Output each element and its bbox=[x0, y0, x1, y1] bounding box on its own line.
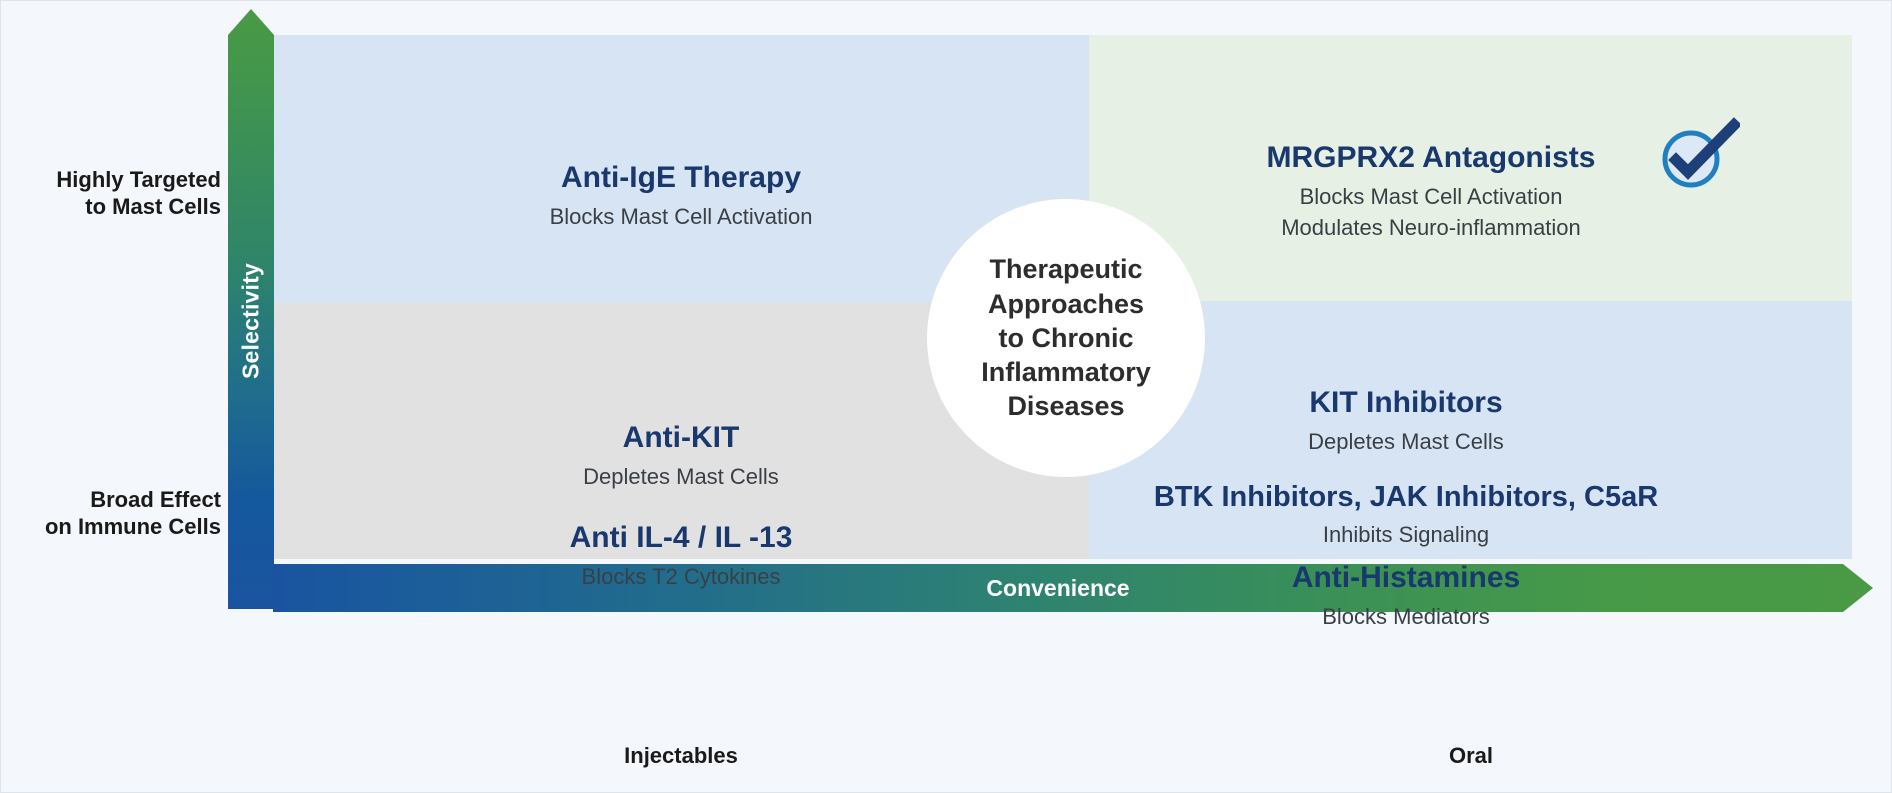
item-title: MRGPRX2 Antagonists bbox=[1266, 141, 1596, 174]
center-line-3: to Chronic bbox=[998, 322, 1134, 353]
item-subtitle: Depletes Mast Cells bbox=[583, 463, 779, 489]
y-axis-low-line2: on Immune Cells bbox=[44, 513, 221, 539]
center-line-1: Therapeutic bbox=[989, 254, 1143, 285]
center-circle: Therapeutic Approaches to Chronic Inflam… bbox=[927, 199, 1205, 477]
item-subtitle: Inhibits Signaling bbox=[1322, 522, 1490, 548]
center-circle-text: Therapeutic Approaches to Chronic Inflam… bbox=[959, 252, 1173, 423]
y-axis-low-line1: Broad Effect bbox=[90, 487, 221, 512]
item-title: Anti-KIT bbox=[622, 421, 740, 454]
center-line-4: Inflammatory bbox=[981, 357, 1151, 388]
item-subtitle-2: Modulates Neuro-inflammation bbox=[1281, 215, 1581, 241]
item-title: Anti-Histamines bbox=[1291, 561, 1521, 594]
item-title: Anti-IgE Therapy bbox=[560, 161, 801, 194]
y-axis-low-caption: Broad Effect on Immune Cells bbox=[11, 487, 221, 541]
item-anti-histamines: Anti-Histamines Blocks Mediators bbox=[1126, 561, 1686, 631]
item-mrgprx2-antagonists: MRGPRX2 Antagonists Blocks Mast Cell Act… bbox=[1151, 141, 1711, 243]
x-axis-right-tick-label: Oral bbox=[1448, 743, 1494, 768]
item-subtitle: Blocks Mediators bbox=[1322, 603, 1490, 629]
item-anti-ige-therapy: Anti-IgE Therapy Blocks Mast Cell Activa… bbox=[396, 161, 966, 231]
item-title: KIT Inhibitors bbox=[1309, 386, 1503, 419]
y-axis-high-caption: Highly Targeted to Mast Cells bbox=[11, 167, 221, 221]
quadrant-top-right bbox=[1089, 35, 1852, 301]
y-axis-high-line1: Highly Targeted bbox=[56, 167, 221, 192]
item-anti-il4-il13: Anti IL-4 / IL -13 Blocks T2 Cytokines bbox=[396, 521, 966, 591]
x-axis-left-tick-label: Injectables bbox=[624, 743, 738, 768]
item-subtitle-1: Blocks Mast Cell Activation bbox=[1299, 183, 1563, 209]
check-circle-icon bbox=[1658, 117, 1742, 193]
item-anti-kit: Anti-KIT Depletes Mast Cells bbox=[396, 421, 966, 491]
center-line-5: Diseases bbox=[1007, 391, 1125, 422]
quadrant-bottom-right bbox=[1089, 301, 1852, 559]
center-line-2: Approaches bbox=[987, 288, 1145, 319]
item-subtitle: Blocks Mast Cell Activation bbox=[549, 203, 813, 229]
item-btk-jak-c5ar-inhibitors: BTK Inhibitors, JAK Inhibitors, C5aR Inh… bbox=[1011, 481, 1801, 550]
item-kit-inhibitors: KIT Inhibitors Depletes Mast Cells bbox=[1126, 386, 1686, 456]
selectivity-axis-arrow-icon bbox=[228, 9, 274, 609]
y-axis-high-line2: to Mast Cells bbox=[85, 193, 221, 219]
item-subtitle: Blocks T2 Cytokines bbox=[581, 563, 781, 589]
convenience-axis-arrow-icon bbox=[273, 564, 1873, 612]
item-title: BTK Inhibitors, JAK Inhibitors, C5aR bbox=[1153, 481, 1659, 513]
item-title: Anti IL-4 / IL -13 bbox=[569, 521, 793, 554]
item-subtitle: Depletes Mast Cells bbox=[1308, 428, 1504, 454]
